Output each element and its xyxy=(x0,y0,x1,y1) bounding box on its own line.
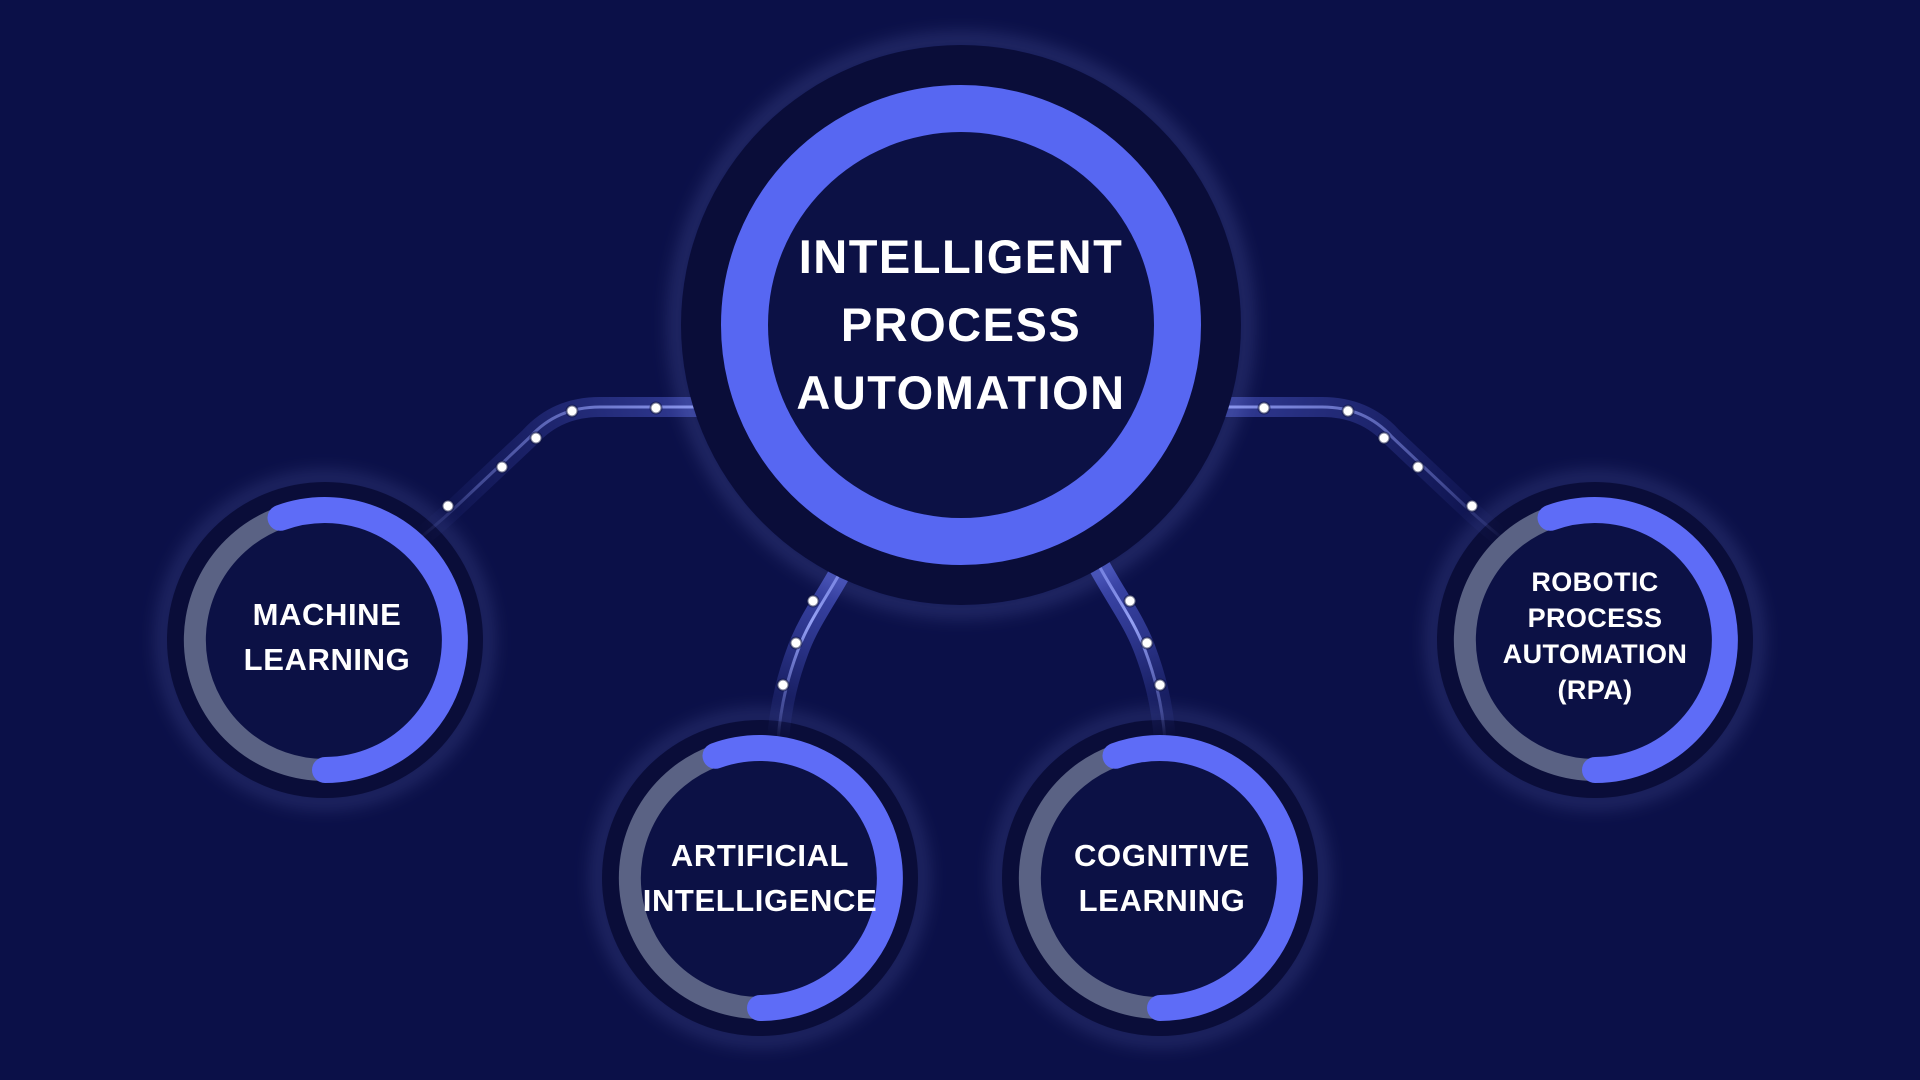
node-machine-learning xyxy=(183,497,468,783)
dot xyxy=(1411,460,1425,474)
rpa-arc-blue xyxy=(1537,497,1738,783)
robotic-process-automation-label: ROBOTIC PROCESS AUTOMATION (RPA) xyxy=(1503,564,1687,708)
cognitive-learning-label: COGNITIVE LEARNING xyxy=(1074,833,1250,923)
dot xyxy=(565,404,579,418)
cog-arc-blue xyxy=(1102,735,1303,1021)
dot xyxy=(529,431,543,445)
artificial-intelligence-label: ARTIFICIAL INTELLIGENCE xyxy=(643,833,878,923)
dot xyxy=(649,401,663,415)
dot xyxy=(1123,594,1137,608)
node-label-line: ROBOTIC xyxy=(1531,567,1659,597)
central-inner-disc xyxy=(768,132,1154,518)
node-label-line: LEARNING xyxy=(1078,883,1246,918)
dot xyxy=(1153,678,1167,692)
node-label-line: COGNITIVE xyxy=(1074,838,1250,873)
ml-glow xyxy=(158,473,492,807)
node-label-line: AUTOMATION xyxy=(1502,639,1688,669)
ai-inner-disc xyxy=(640,758,880,998)
central-label-line: AUTOMATION xyxy=(796,366,1126,419)
connector-line-rpa xyxy=(1017,405,1507,543)
cog-arc-gray xyxy=(1018,745,1161,1019)
dot xyxy=(1257,401,1271,415)
connector-line-ai xyxy=(776,561,848,741)
ai-arc-blue xyxy=(702,735,903,1021)
connector-dots xyxy=(441,401,1479,692)
rpa-inner-disc xyxy=(1475,520,1715,760)
node-label-line: PROCESS xyxy=(1527,603,1663,633)
node-robotic-process-automation xyxy=(1453,497,1738,783)
ai-arc-gray xyxy=(618,745,761,1019)
node-label-line: (RPA) xyxy=(1557,675,1633,705)
node-artificial-intelligence xyxy=(618,735,903,1021)
machine-learning-label: MACHINE LEARNING xyxy=(244,592,411,682)
dot xyxy=(789,636,803,650)
rpa-glow xyxy=(1428,473,1762,807)
node-label-line: LEARNING xyxy=(243,642,411,677)
central-label-line: INTELLIGENT xyxy=(798,230,1124,283)
dot xyxy=(495,460,509,474)
node-label-line: MACHINE xyxy=(252,597,402,632)
ai-glow xyxy=(593,711,927,1045)
dot xyxy=(1465,499,1479,513)
ml-arc-blue xyxy=(267,497,468,783)
dot xyxy=(776,678,790,692)
node-intelligent-process-automation xyxy=(670,34,1252,616)
dot xyxy=(1377,431,1391,445)
dot xyxy=(441,499,455,513)
cog-inner-disc xyxy=(1040,758,1280,998)
dot xyxy=(806,594,820,608)
central-glow xyxy=(670,34,1252,616)
central-node-label: INTELLIGENT PROCESS AUTOMATION xyxy=(796,223,1125,427)
ml-inner-disc xyxy=(205,520,445,760)
connector-line-cog xyxy=(1095,561,1167,741)
node-label-line: INTELLIGENCE xyxy=(642,883,878,918)
central-ring xyxy=(721,85,1201,565)
dot xyxy=(1341,404,1355,418)
node-label-line: ARTIFICIAL xyxy=(670,838,850,873)
node-cognitive-learning xyxy=(1018,735,1303,1021)
central-label-line: PROCESS xyxy=(840,298,1082,351)
dot xyxy=(1140,636,1154,650)
ml-arc-gray xyxy=(183,507,326,781)
rpa-arc-gray xyxy=(1453,507,1596,781)
